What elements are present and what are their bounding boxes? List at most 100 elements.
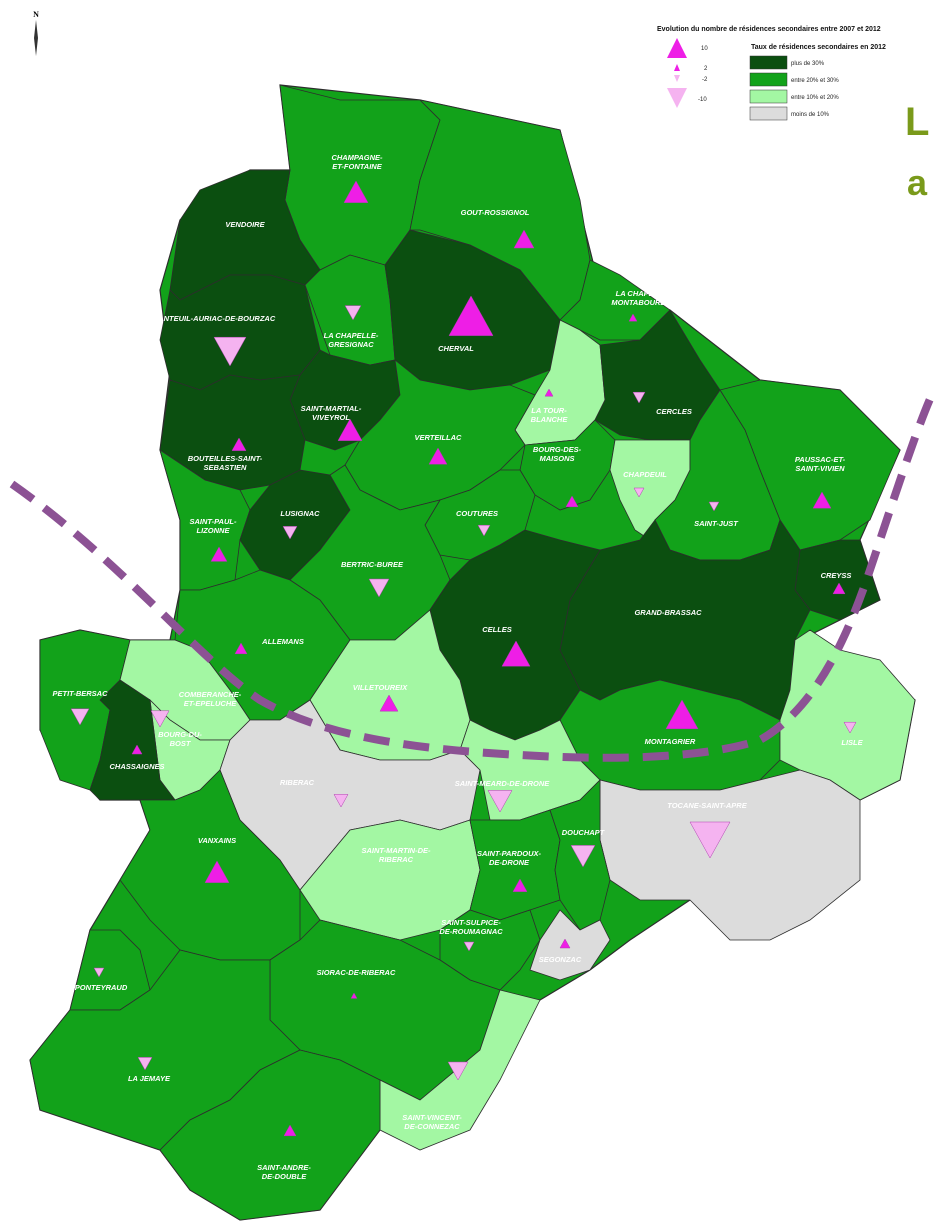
north-label: N bbox=[33, 10, 39, 19]
change-symbol-lusignac bbox=[282, 526, 298, 540]
commune-label-la-chapelle-gresignac: LA CHAPELLE-GRESIGNAC bbox=[324, 331, 379, 349]
commune-label-saint-andre-de-double: SAINT-ANDRE-DE-DOUBLE bbox=[257, 1163, 311, 1181]
commune-label-la-tour-blanche: LA TOUR-BLANCHE bbox=[531, 406, 569, 424]
legend-value-minus-2: -2 bbox=[702, 77, 708, 83]
commune-label-nanteuil-auriac-de-bourzac: NANTEUIL-AURIAC-DE-BOURZAC bbox=[153, 314, 276, 323]
change-symbol-saint-martial-viveyrol bbox=[337, 418, 363, 441]
commune-label-saint-martin-de-riberac: SAINT-MARTIN-DE-RIBERAC bbox=[361, 846, 431, 864]
legend-value-minus-10: -10 bbox=[698, 97, 707, 103]
commune-label-montagrier: MONTAGRIER bbox=[645, 737, 696, 746]
change-symbol-saint-sulpice-de-roumagnac bbox=[463, 941, 475, 952]
commune-label-coutures: COUTURES bbox=[456, 509, 498, 518]
commune-label-lisle: LISLE bbox=[841, 738, 863, 747]
change-symbol-la-chapelle-gresignac bbox=[344, 305, 362, 321]
change-symbol-riberac bbox=[333, 794, 349, 808]
commune-label-petit-bersac: PETIT-BERSAC bbox=[52, 689, 108, 698]
change-symbol-la-tour-blanche bbox=[544, 388, 554, 397]
commune-label-champagne-et-fontaine: CHAMPAGNE-ET-FONTAINE bbox=[331, 153, 383, 171]
change-symbol-saint-meard-de-drone bbox=[487, 790, 513, 813]
commune-label-comberanche-et-epeluche: COMBERANCHE-ET-EPELUCHE bbox=[179, 690, 242, 708]
change-symbol-bertric-buree bbox=[368, 578, 390, 598]
legend-triangle-up-2 bbox=[674, 64, 680, 71]
change-symbol-saint-paul-lizonne bbox=[210, 546, 228, 562]
legend-class-1: entre 20% et 30% bbox=[791, 78, 839, 84]
change-symbol-bourg-des-maisons bbox=[565, 495, 579, 508]
change-symbol-allemans bbox=[234, 642, 248, 655]
commune-saint-paul-lizonne bbox=[159, 449, 251, 591]
commune-label-siorac-de-riberac: SIORAC-DE-RIBERAC bbox=[317, 968, 396, 977]
commune-label-grand-brassac: GRAND-BRASSAC bbox=[634, 608, 702, 617]
commune-label-cherval: CHERVAL bbox=[438, 344, 474, 353]
commune-label-saint-sulpice-de-roumagnac: SAINT-SULPICE-DE-ROUMAGNAC bbox=[439, 918, 503, 936]
change-symbol-cherval bbox=[448, 295, 494, 336]
change-symbol-comberanche-et-epeluche bbox=[150, 710, 170, 728]
change-symbol-lisle bbox=[843, 721, 857, 734]
change-symbol-tocane-saint-apre bbox=[689, 821, 731, 859]
legend-triangle-down-10 bbox=[667, 88, 687, 108]
change-symbol-petit-bersac bbox=[70, 708, 90, 726]
commune-label-bourg-des-maisons: BOURG-DES-MAISONS bbox=[533, 445, 582, 463]
commune-label-chassaignes: CHASSAIGNES bbox=[109, 762, 164, 771]
change-symbol-siorac-de-riberac bbox=[350, 992, 358, 999]
dashed-boundary-line bbox=[9, 388, 936, 762]
change-symbol-verteillac bbox=[428, 447, 448, 465]
commune-label-saint-paul-lizonne: SAINT-PAUL-LIZONNE bbox=[190, 517, 237, 535]
commune-label-villetoureix: VILLETOUREIX bbox=[353, 683, 408, 692]
change-symbol-nanteuil-auriac-de-bourzac bbox=[213, 336, 247, 367]
change-symbol-saint-pardoux-de-drone bbox=[512, 878, 528, 892]
legend-rate-title: Taux de résidences secondaires en 2012 bbox=[751, 44, 886, 51]
commune-label-lusignac: LUSIGNAC bbox=[280, 509, 320, 518]
change-symbol-montagrier bbox=[665, 699, 699, 730]
commune-label-bourg-du-bost: BOURG-DU-BOST bbox=[158, 730, 202, 748]
change-symbol-cercles bbox=[632, 391, 646, 404]
commune-label-ponteyraud: PONTEYRAUD bbox=[75, 983, 128, 992]
legend-class-2: entre 10% et 20% bbox=[791, 95, 839, 101]
change-symbol-gout-rossignol bbox=[513, 229, 535, 249]
commune-segonzac bbox=[529, 909, 611, 981]
change-symbol-la-jemaye bbox=[137, 1057, 153, 1071]
commune-label-bertric-buree: BERTRIC-BUREE bbox=[341, 560, 404, 569]
commune-label-celles: CELLES bbox=[482, 625, 512, 634]
legend-evolution-title: Evolution du nombre de résidences second… bbox=[657, 26, 881, 33]
legend-class-3: moins de 10% bbox=[791, 112, 830, 118]
commune-label-douchapt: DOUCHAPT bbox=[562, 828, 606, 837]
commune-label-saint-pardoux-de-drone: SAINT-PARDOUX-DE-DRONE bbox=[477, 849, 542, 867]
commune-label-bouteilles-saint-sebastien: BOUTEILLES-SAINT-SEBASTIEN bbox=[188, 454, 263, 472]
change-symbol-villetoureix bbox=[379, 694, 399, 712]
commune-saint-andre-de-double bbox=[159, 1049, 381, 1221]
title-fragment-1: L bbox=[905, 100, 929, 144]
change-symbol-celles bbox=[501, 640, 531, 667]
legend-triangle-up-10 bbox=[667, 38, 687, 58]
change-symbol-vanxains bbox=[204, 860, 230, 883]
change-symbol-saint-vincent-de-connezac bbox=[447, 1061, 469, 1081]
change-symbol-ponteyraud bbox=[93, 967, 105, 978]
commune-label-saint-vincent-de-connezac: SAINT-VINCENT-DE-CONNEZAC bbox=[402, 1113, 462, 1131]
change-symbol-chassaignes bbox=[131, 744, 143, 755]
commune-label-saint-meard-de-drone: SAINT-MEARD-DE-DRONE bbox=[455, 779, 551, 788]
commune-label-allemans: ALLEMANS bbox=[261, 637, 304, 646]
north-arrow: N bbox=[33, 10, 39, 56]
change-symbol-coutures bbox=[477, 524, 491, 537]
commune-label-chapdeuil: CHAPDEUIL bbox=[623, 470, 667, 479]
commune-label-tocane-saint-apre: TOCANE-SAINT-APRE bbox=[667, 801, 747, 810]
change-symbol-saint-just bbox=[708, 501, 720, 512]
commune-label-riberac: RIBERAC bbox=[280, 778, 315, 787]
legend-class-0: plus de 30% bbox=[791, 61, 825, 67]
legend-value-2: 2 bbox=[704, 66, 708, 72]
change-symbol-segonzac bbox=[559, 938, 571, 949]
commune-label-la-jemaye: LA JEMAYE bbox=[128, 1074, 171, 1083]
commune-label-gout-rossignol: GOUT-ROSSIGNOL bbox=[461, 208, 530, 217]
legend-triangle-down-2 bbox=[674, 75, 680, 82]
commune-label-paussac-et-saint-vivien: PAUSSAC-ET-SAINT-VIVIEN bbox=[795, 455, 846, 473]
commune-label-creyss: CREYSS bbox=[821, 571, 852, 580]
commune-label-segonzac: SEGONZAC bbox=[539, 955, 582, 964]
commune-tocane-saint-apre bbox=[599, 769, 861, 941]
change-symbol-champagne-et-fontaine bbox=[343, 180, 369, 203]
commune-label-verteillac: VERTEILLAC bbox=[415, 433, 463, 442]
commune-label-vendoire: VENDOIRE bbox=[225, 220, 265, 229]
commune-label-vanxains: VANXAINS bbox=[198, 836, 236, 845]
title-fragment-2: a bbox=[907, 162, 928, 203]
change-symbol-chapdeuil bbox=[633, 487, 645, 498]
commune-label-cercles: CERCLES bbox=[656, 407, 692, 416]
change-symbol-paussac-et-saint-vivien bbox=[812, 491, 832, 509]
